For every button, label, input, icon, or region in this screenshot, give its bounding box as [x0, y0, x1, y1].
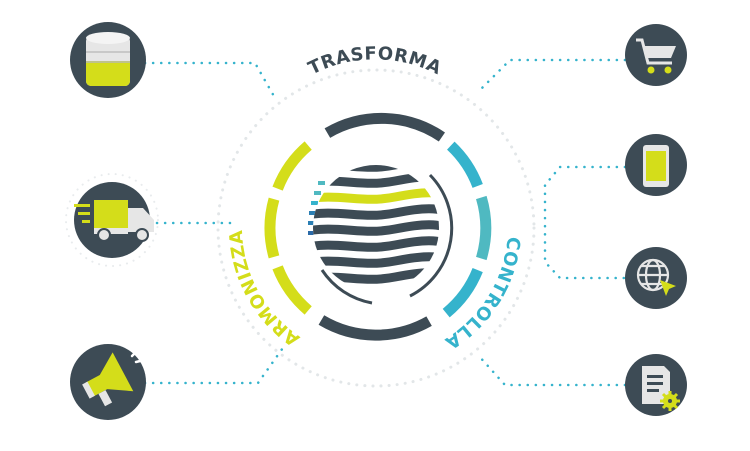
ring-segment-transform [324, 112, 445, 142]
database-icon [70, 22, 146, 98]
smartphone-icon [625, 134, 687, 196]
ring-segment-harmonize-1 [272, 141, 312, 191]
ring-segment-control-3 [442, 267, 483, 318]
process-ring [264, 112, 492, 341]
ring-segment-control-2 [475, 195, 492, 261]
progress-ticks [308, 181, 325, 235]
document-settings-icon [625, 354, 687, 416]
ring-segment-harmonize-3 [272, 265, 312, 315]
connectors-left [143, 61, 287, 385]
globe-cursor-icon [625, 247, 687, 309]
megaphone-icon [70, 344, 146, 420]
ring-segment-bottom [318, 315, 432, 341]
inner-arc-right [409, 173, 454, 298]
label-transform: TRASFORMA [305, 43, 445, 79]
outer-dotted-ring [216, 68, 536, 388]
connectors-right [476, 58, 627, 387]
inner-arc-left [320, 269, 373, 305]
faint-dotted-ring-truck [65, 173, 159, 267]
ring-segment-harmonize-2 [264, 197, 280, 259]
delivery-truck-icon [74, 182, 154, 258]
ring-segment-control-1 [446, 141, 483, 188]
shopping-cart-icon [625, 24, 687, 86]
